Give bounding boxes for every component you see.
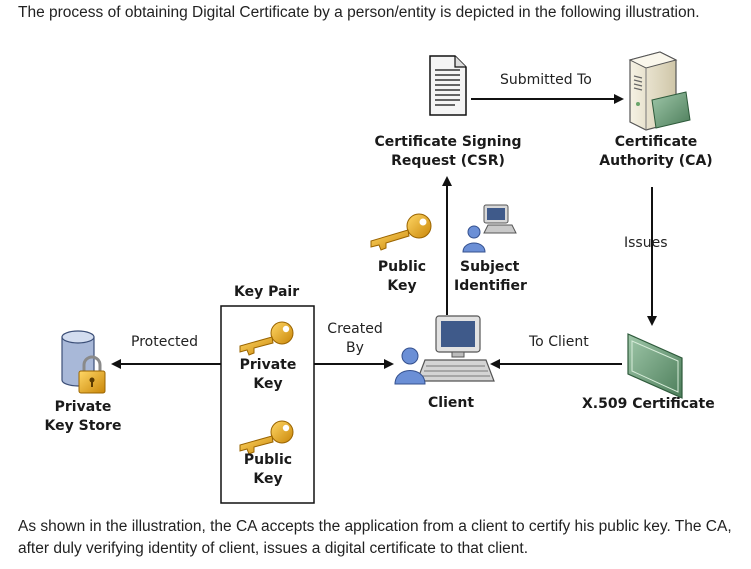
private-key-store-line-2: Key Store <box>44 418 122 434</box>
public-key-top-line-2: Key <box>387 278 417 294</box>
private-key-store-icon <box>61 330 106 394</box>
intro-text: The process of obtaining Digital Certifi… <box>18 4 700 21</box>
subject-identifier-line-2: Identifier <box>454 278 527 294</box>
csr-label-line-2: Request (CSR) <box>391 153 505 169</box>
private-key-icon <box>239 321 294 356</box>
subject-identifier-icon <box>462 204 517 253</box>
created-by-line-2: By <box>346 340 364 356</box>
public-key-pair-line-1: Public <box>243 452 293 468</box>
public-key-pair-label: Public Key <box>236 451 300 489</box>
public-key-pair-line-2: Key <box>253 471 283 487</box>
private-key-store-label: Private Key Store <box>40 398 126 436</box>
subject-identifier-line-1: Subject <box>460 259 520 275</box>
public-key-icon-top <box>370 213 432 251</box>
x509-certificate-icon <box>627 333 683 399</box>
public-key-top-label: Public Key <box>375 258 429 296</box>
key-pair-label: Key Pair <box>234 284 300 300</box>
client-computer-icon <box>394 315 495 385</box>
private-key-label: Private Key <box>236 356 300 394</box>
submitted-to-label: Submitted To <box>500 72 592 88</box>
ca-label-line-2: Authority (CA) <box>599 153 713 169</box>
protected-label: Protected <box>131 334 198 350</box>
private-key-line-2: Key <box>253 376 283 392</box>
private-key-store-line-1: Private <box>54 399 112 415</box>
csr-document-icon <box>429 55 467 116</box>
ca-label: Certificate Authority (CA) <box>598 133 714 171</box>
csr-label-line-1: Certificate Signing <box>374 134 522 150</box>
subject-identifier-label: Subject Identifier <box>454 258 528 296</box>
to-client-label: To Client <box>529 334 589 350</box>
certificate-authority-server-icon <box>628 51 691 131</box>
public-key-top-line-1: Public <box>377 259 427 275</box>
ca-label-line-1: Certificate <box>614 134 698 150</box>
private-key-line-1: Private <box>239 357 297 373</box>
x509-certificate-label: X.509 Certificate <box>582 396 715 412</box>
created-by-label: Created By <box>324 320 386 358</box>
client-label: Client <box>428 395 475 411</box>
csr-label: Certificate Signing Request (CSR) <box>372 133 524 171</box>
created-by-line-1: Created <box>327 321 383 337</box>
outro-text: As shown in the illustration, the CA acc… <box>18 518 732 557</box>
public-key-icon-pair <box>239 420 294 455</box>
issues-label: Issues <box>624 235 668 251</box>
